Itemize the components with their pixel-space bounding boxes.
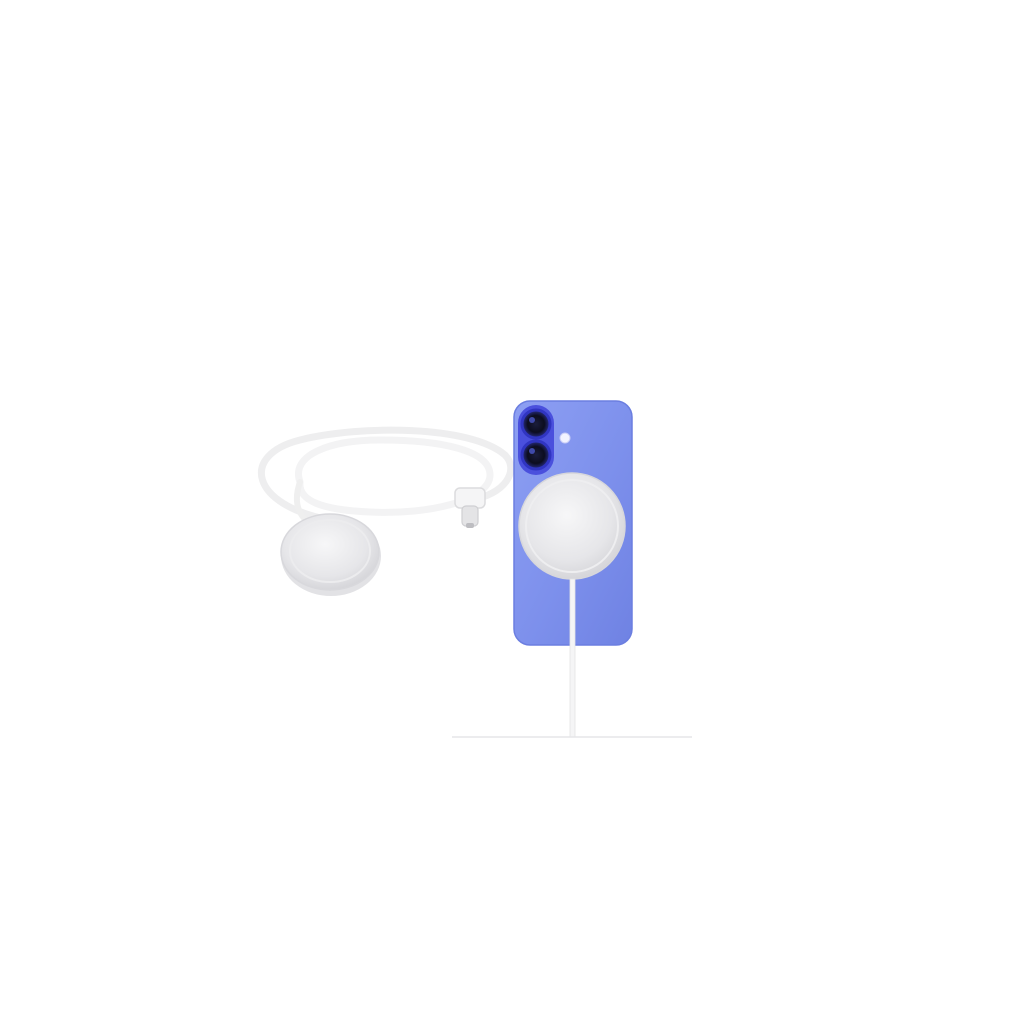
cable-coil-outer [257,426,515,524]
charger-puck [280,513,380,591]
magsafe-charger-with-cable [257,426,515,596]
attached-charger-puck [518,472,626,580]
cable-coil-inner [295,436,494,516]
charger-cable-down [569,578,576,738]
attached-charger-puck-ring [525,479,619,573]
camera-lens-bottom-glint [529,448,535,454]
camera-lens-top [520,408,552,440]
camera-lens-bottom [520,439,552,471]
phone-with-charger-attached [513,400,633,738]
usb-c-connector [454,487,486,528]
camera-lens-top-glint [529,417,535,423]
flash-icon [559,432,571,444]
charger-puck-inner-ring [289,519,371,583]
